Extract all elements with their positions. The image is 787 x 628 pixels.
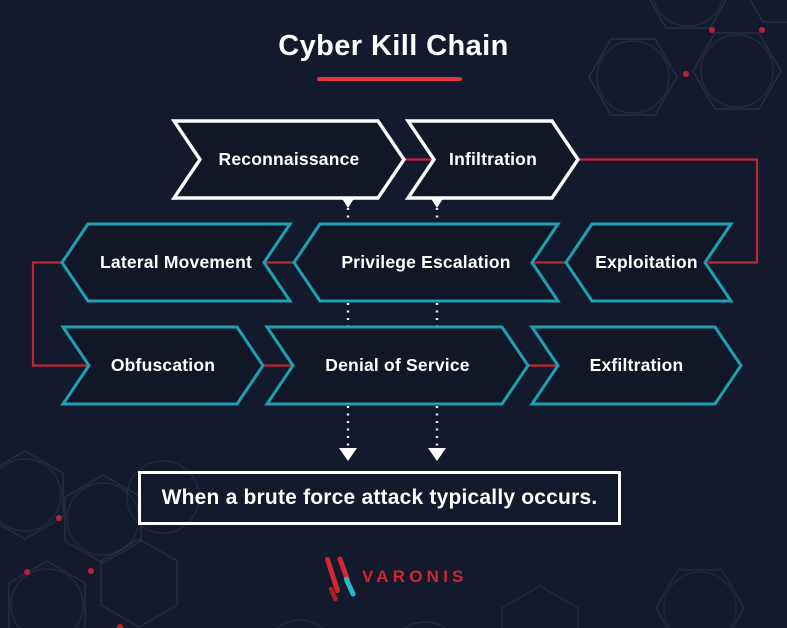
callout-text: When a brute force attack typically occu… [161,486,598,509]
flow-arrowhead-bottom-left [339,448,357,461]
red-vertex-dot [88,568,94,574]
arrow-exfiltration [529,325,743,406]
arrow-obfuscation [60,325,265,406]
red-vertex-dot [709,27,715,33]
arrow-infiltration [404,119,581,200]
varonis-wordmark: VARONIS [362,567,468,586]
red-vertex-dot [117,624,123,628]
flow-arrowhead-top-right [431,198,443,208]
flow-arrowheads [339,198,446,461]
arrow-privilege-escalation [292,222,561,303]
flow-arrowhead-top-left [342,198,354,208]
arrow-lateral-movement [60,222,293,303]
red-connector-infiltration-exploitation [578,158,759,264]
red-vertex-dot [759,27,765,33]
page-title: Cyber Kill Chain [278,30,509,62]
callout-box: When a brute force attack typically occu… [138,471,621,525]
title-underline [317,77,462,81]
hexagon-pattern-bottom-right [501,569,745,628]
arrow-reconnaissance [170,119,407,200]
varonis-logo: VARONIS [322,554,482,602]
arrow-denial-of-service [264,325,530,406]
arrow-exploitation [564,222,734,303]
pattern-vertex-dots [24,27,765,628]
red-vertex-dot [24,569,30,575]
red-connector-lateral-obfuscation [31,261,89,367]
red-vertex-dot [683,71,689,77]
red-connectors [31,158,759,367]
flow-arrowhead-bottom-right [428,448,446,461]
flow-dotted-lines [346,208,439,447]
varonis-logo-mark-icon [325,556,356,602]
red-vertex-dot [56,515,62,521]
